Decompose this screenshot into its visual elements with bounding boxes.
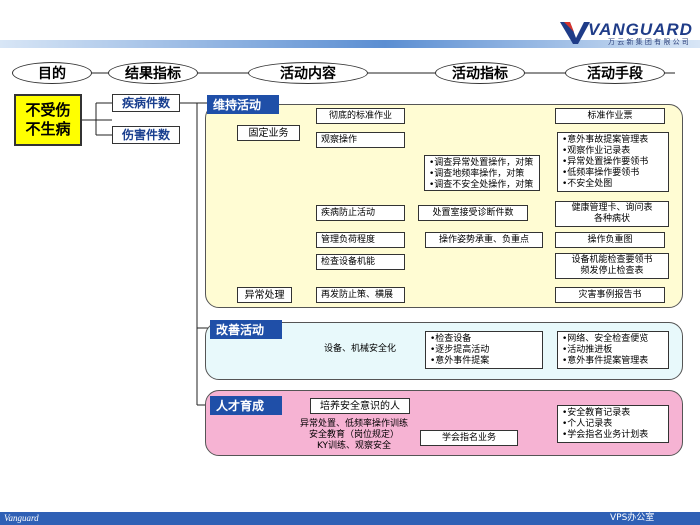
talent-activities: 异常处置、低频率操作训练 安全教育（岗位规定） KY训练、观察安全 <box>292 419 416 452</box>
means-accident-report: 灾害事例报告书 <box>555 287 665 303</box>
header-purpose: 目的 <box>12 62 92 84</box>
content-observe-operation: 观察操作 <box>316 132 405 148</box>
logo-subtitle: 万 云 新 集 团 有 限 公 司 <box>608 38 689 46</box>
header-activity-content: 活动内容 <box>248 62 368 84</box>
observe-indicator-3: •调查不安全处操作，对策 <box>429 180 534 190</box>
result-disease-count: 疾病件数 <box>112 94 180 112</box>
talent-activity-3: KY训练、观察安全 <box>316 441 392 451</box>
improve-content: 设备、机械安全化 <box>323 344 396 354</box>
result-injury-count: 伤害件数 <box>112 126 180 144</box>
observe-means-1: •意外事故提案管理表 <box>562 135 649 145</box>
observe-indicator-1: •调查异常处置操作，对策 <box>429 158 534 168</box>
observe-means-4: •低频率操作要领书 <box>562 168 640 178</box>
observe-means-3: •异常处置操作要领书 <box>562 157 649 167</box>
section-improve-label: 改善活动 <box>210 320 282 339</box>
means-standard-work-ticket: 标准作业票 <box>555 108 665 124</box>
improve-means-1: •网络、安全检查便览 <box>562 334 649 344</box>
means-load-chart: 操作负重图 <box>555 232 665 248</box>
footer-bar <box>0 512 700 525</box>
vanguard-logo: VANGUARD 万 云 新 集 团 有 限 公 司 <box>560 20 693 46</box>
improve-indicator-3: •意外事件提案 <box>430 356 490 366</box>
content-standard-work: 彻底的标准作业 <box>316 108 405 124</box>
indicator-clinic-diagnosis: 处置室接受诊断件数 <box>418 205 528 221</box>
improve-indicator-1: •检查设备 <box>430 334 472 344</box>
talent-content: 培养安全意识的人 <box>310 398 410 414</box>
header-activity-indicator: 活动指标 <box>435 62 525 84</box>
talent-means-2: •个人记录表 <box>562 419 613 429</box>
footer-office: VPS办公室 <box>610 513 655 523</box>
purpose-line-1: 不受伤 <box>25 101 71 119</box>
improve-means-3: •意外事件提案管理表 <box>562 356 649 366</box>
improve-indicator-2: •逐步提高活动 <box>430 345 490 355</box>
content-equipment-check: 检查设备机能 <box>316 254 405 270</box>
fixed-business-box: 固定业务 <box>237 125 300 141</box>
talent-means-1: •安全教育记录表 <box>562 408 631 418</box>
talent-activity-2: 安全教育（岗位规定） <box>308 430 399 440</box>
improve-indicator-list: •检查设备 •逐步提高活动 •意外事件提案 <box>425 331 543 369</box>
talent-means-list: •安全教育记录表 •个人记录表 •学会指名业务计划表 <box>557 405 669 443</box>
observe-means-list: •意外事故提案管理表 •观察作业记录表 •异常处置操作要领书 •低频率操作要领书… <box>557 132 669 192</box>
content-recurrence-prevention: 再发防止策、横展 <box>316 287 405 303</box>
observe-means-5: •不安全处图 <box>562 179 613 189</box>
means-health-card: 健康管理卡、询问表 各种病状 <box>555 201 669 227</box>
improve-means-list: •网络、安全检查便览 •活动推进板 •意外事件提案管理表 <box>557 331 669 369</box>
observe-indicator-list: •调查异常处置操作，对策 •调查地频率操作，对策 •调查不安全处操作，对策 <box>424 155 540 191</box>
observe-means-2: •观察作业记录表 <box>562 146 631 156</box>
footer-brand: Vanguard <box>4 513 39 523</box>
section-maintain-label: 维持活动 <box>207 95 279 114</box>
content-load-management: 管理负荷程度 <box>316 232 405 248</box>
purpose-box: 不受伤 不生病 <box>14 94 82 146</box>
content-disease-prevention: 疾病防止活动 <box>316 205 405 221</box>
abnormal-handling-box: 异常处理 <box>237 287 292 303</box>
section-talent-label: 人才育成 <box>210 396 282 415</box>
logo-brand: VANGUARD <box>588 20 693 39</box>
talent-activity-1: 异常处置、低频率操作训练 <box>299 419 408 429</box>
talent-indicator: 学会指名业务 <box>420 430 518 446</box>
purpose-line-2: 不生病 <box>25 120 71 138</box>
talent-means-3: •学会指名业务计划表 <box>562 430 649 440</box>
improve-means-2: •活动推进板 <box>562 345 613 355</box>
observe-indicator-2: •调查地频率操作，对策 <box>429 169 525 179</box>
header-activity-means: 活动手段 <box>565 62 665 84</box>
indicator-posture-load: 操作姿势承重、负重点 <box>425 232 543 248</box>
vanguard-v-icon <box>560 22 590 44</box>
means-equipment-checklist: 设备机能检查要领书 频发停止检查表 <box>555 253 669 279</box>
top-banner-stripe <box>0 40 700 48</box>
header-result-indicator: 结果指标 <box>108 62 198 84</box>
